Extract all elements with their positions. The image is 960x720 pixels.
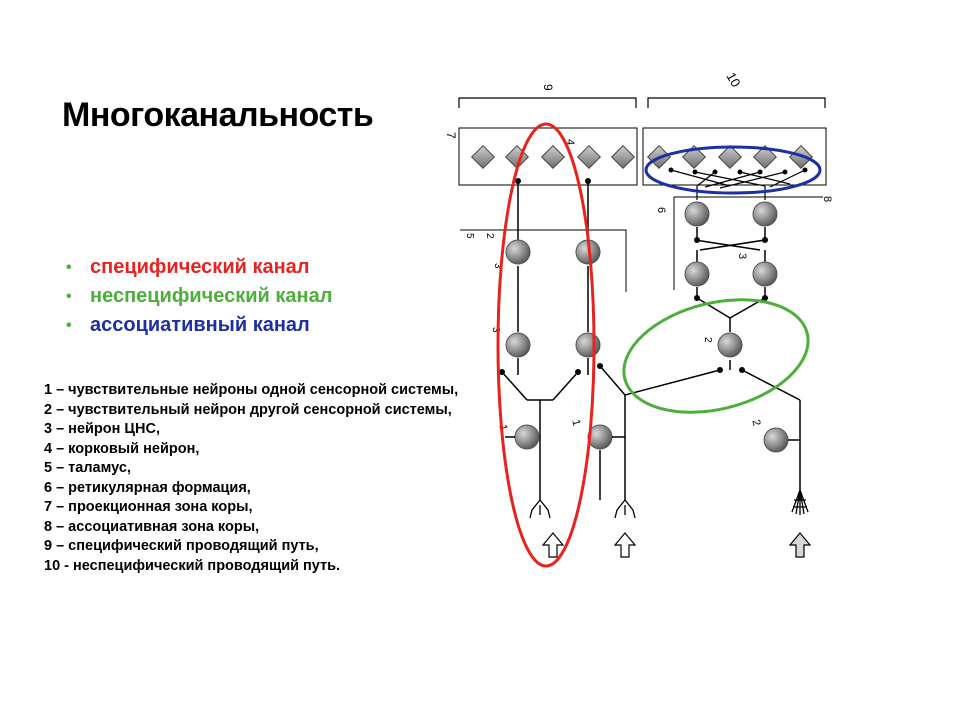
cortical-neuron: [612, 146, 635, 169]
reticular-neuron: [685, 202, 709, 226]
receptor-ending-dense: [792, 490, 808, 515]
label-5: 5: [464, 233, 475, 239]
reticular-neuron: [753, 202, 777, 226]
cortical-neuron: [542, 146, 565, 169]
cns-neuron: [506, 333, 530, 357]
reticular-neuron: [753, 262, 777, 286]
other-sensory-neuron: [764, 428, 788, 452]
label-10: 10: [723, 70, 743, 90]
label-2-top: 2: [484, 233, 495, 239]
label-1-right: 1: [569, 418, 582, 427]
cortical-neuron: [472, 146, 495, 169]
bracket-9: [459, 98, 636, 108]
neurons: [506, 202, 788, 452]
thalamus-box: [460, 230, 626, 292]
nonspecific-channel-ellipse: [612, 282, 820, 430]
cns-neuron: [576, 333, 600, 357]
label-2-reticular: 2: [702, 337, 713, 343]
stimulus-arrow-dense: [790, 533, 810, 557]
association-synapses: [669, 168, 808, 175]
reticular-neuron: [685, 262, 709, 286]
cortical-neuron: [719, 146, 742, 169]
label-9: 9: [541, 84, 555, 91]
stimulus-arrow: [543, 533, 563, 557]
bracket-10: [648, 98, 825, 108]
label-7: 7: [444, 132, 458, 139]
stimulus-arrow: [615, 533, 635, 557]
nonspecific-neuron: [718, 333, 742, 357]
label-6: 6: [655, 207, 667, 213]
thalamus-neuron: [506, 240, 530, 264]
receptor-endings: [530, 500, 635, 518]
label-3-reticular: 3: [736, 253, 748, 259]
sensory-neuron: [515, 425, 539, 449]
cortical-neuron: [578, 146, 601, 169]
label-2-bottom: 2: [749, 418, 762, 427]
